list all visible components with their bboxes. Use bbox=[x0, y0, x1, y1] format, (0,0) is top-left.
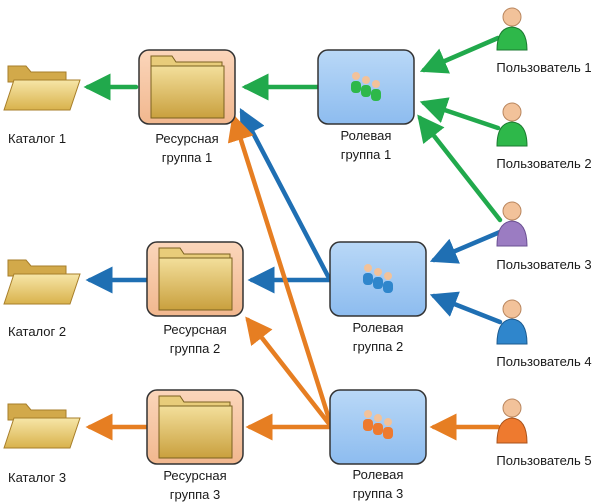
folder-icon bbox=[3, 65, 81, 111]
arrow-user4-to-role2 bbox=[429, 291, 503, 325]
role-group-label-1a: Ролевая bbox=[341, 128, 392, 143]
folder-icon bbox=[3, 259, 81, 305]
user-2 bbox=[496, 102, 528, 147]
directory-label-3: Каталог 3 bbox=[8, 470, 66, 485]
directory-1 bbox=[3, 65, 81, 111]
user-label-4: Пользователь 4 bbox=[496, 354, 591, 369]
user-icon bbox=[496, 201, 528, 247]
user-icon bbox=[496, 398, 528, 444]
user-3 bbox=[496, 201, 528, 247]
role-group-1 bbox=[317, 49, 415, 125]
folder-icon bbox=[158, 247, 233, 311]
resource-group-label-3a: Ресурсная bbox=[163, 468, 226, 483]
role-group-label-1b: группа 1 bbox=[341, 147, 391, 162]
arrow-user3-to-role2 bbox=[429, 229, 503, 264]
people-icon bbox=[351, 72, 381, 101]
arrow-user1-to-role1 bbox=[419, 35, 501, 74]
arrow-user2-to-role1 bbox=[419, 97, 501, 131]
folder-icon bbox=[3, 403, 81, 449]
role-group-3 bbox=[329, 389, 427, 465]
user-1 bbox=[496, 7, 528, 51]
people-icon bbox=[363, 410, 393, 439]
user-icon bbox=[496, 102, 528, 147]
role-group-label-2b: группа 2 bbox=[353, 339, 403, 354]
resource-group-label-1b: группа 1 bbox=[162, 150, 212, 165]
resource-group-3 bbox=[146, 389, 244, 465]
resource-group-2 bbox=[146, 241, 244, 317]
folder-icon bbox=[158, 395, 233, 459]
directory-2 bbox=[3, 259, 81, 305]
resource-group-label-1a: Ресурсная bbox=[155, 131, 218, 146]
directory-3 bbox=[3, 403, 81, 449]
arrow-role3-to-resource2 bbox=[245, 316, 333, 428]
arrows bbox=[83, 35, 503, 441]
directory-label-1: Каталог 1 bbox=[8, 131, 66, 146]
resource-group-1 bbox=[138, 49, 236, 125]
resource-group-label-2b: группа 2 bbox=[170, 341, 220, 356]
user-icon bbox=[496, 299, 528, 345]
directory-label-2: Каталог 2 bbox=[8, 324, 66, 339]
user-5 bbox=[496, 398, 528, 444]
role-group-label-2a: Ролевая bbox=[353, 320, 404, 335]
people-icon bbox=[363, 264, 393, 293]
user-4 bbox=[496, 299, 528, 345]
user-icon bbox=[496, 7, 528, 51]
user-label-2: Пользователь 2 bbox=[496, 156, 591, 171]
arrow-role2-to-resource1 bbox=[239, 108, 333, 283]
user-label-5: Пользователь 5 bbox=[496, 453, 591, 468]
resource-group-label-3b: группа 3 bbox=[170, 487, 220, 502]
arrow-role3-to-resource1 bbox=[227, 113, 333, 425]
user-label-1: Пользователь 1 bbox=[496, 60, 591, 75]
arrow-user3-to-role1 bbox=[417, 114, 503, 223]
role-group-label-3a: Ролевая bbox=[353, 467, 404, 482]
user-label-3: Пользователь 3 bbox=[496, 257, 591, 272]
role-group-label-3b: группа 3 bbox=[353, 486, 403, 501]
folder-icon bbox=[150, 55, 225, 119]
role-group-2 bbox=[329, 241, 427, 317]
resource-group-label-2a: Ресурсная bbox=[163, 322, 226, 337]
